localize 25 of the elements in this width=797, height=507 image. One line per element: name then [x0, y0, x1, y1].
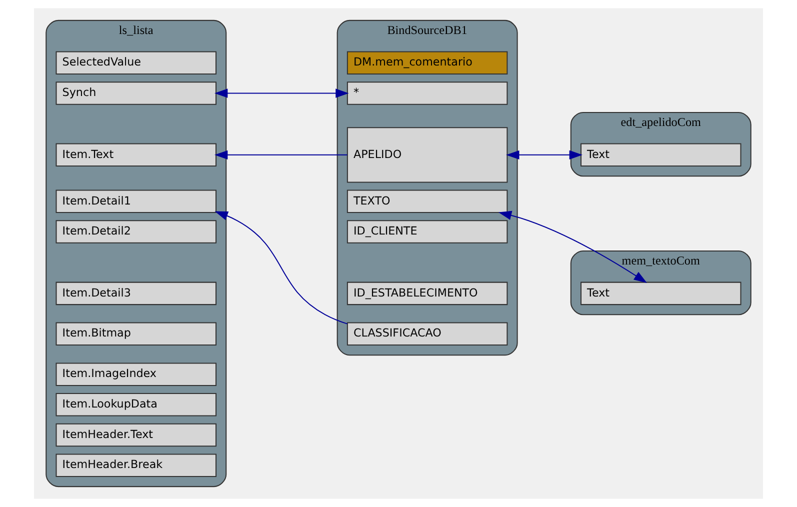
node-box: TEXTO [346, 190, 508, 214]
node-box: Item.Detail3 [56, 282, 216, 306]
node-box: ItemHeader.Break [56, 454, 216, 477]
node-box: Item.Text [56, 143, 216, 167]
node-box: ID_ESTABELECIMENTO [346, 282, 508, 306]
arrow [498, 210, 648, 283]
node-box: Item.Detail2 [56, 220, 216, 244]
node-box: ItemHeader.Text [56, 423, 216, 447]
arrow [214, 211, 348, 324]
node-box: ID_CLIENTE [346, 220, 508, 244]
node-box: Synch [56, 82, 216, 105]
node-box: Item.LookupData [56, 393, 216, 416]
node-box: Item.Bitmap [56, 322, 216, 346]
node-box: CLASSIFICACAO [346, 322, 508, 346]
node-box: SelectedValue [56, 51, 216, 75]
node-box: Item.ImageIndex [56, 362, 216, 386]
node-box: Text [580, 143, 742, 167]
node-box: Text [580, 282, 742, 306]
node-box: Item.Detail1 [56, 190, 216, 214]
node-box: * [346, 82, 508, 105]
node-box: APELIDO [346, 127, 508, 183]
arrow [506, 150, 582, 160]
node-box: DM.mem_comentario [346, 51, 508, 75]
arrow [214, 150, 348, 160]
arrow [214, 88, 349, 98]
